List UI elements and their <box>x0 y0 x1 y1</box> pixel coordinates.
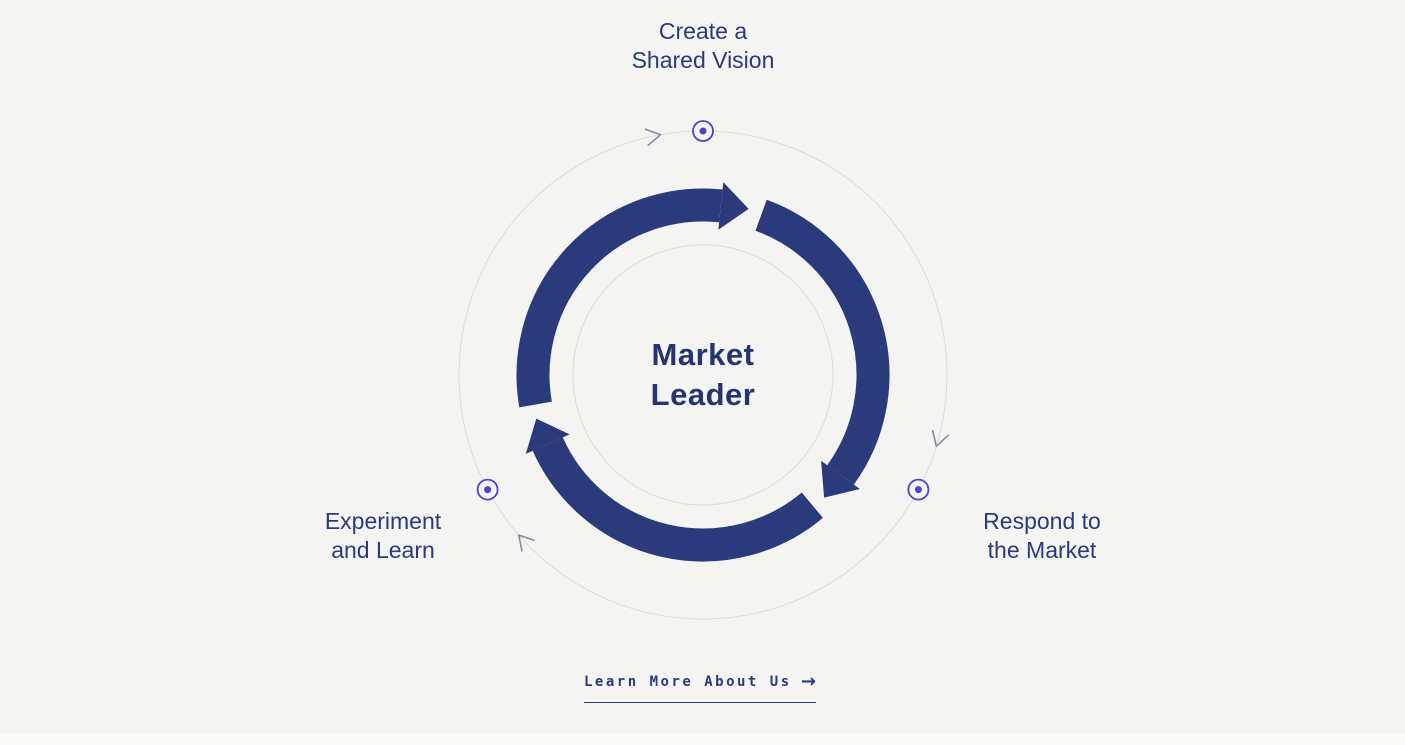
node-dot-left <box>476 478 499 501</box>
node-dot-right <box>907 478 930 501</box>
direction-chevron-icon <box>931 429 949 448</box>
node-label-experiment-and-learn: Experiment and Learn <box>233 507 533 565</box>
cycle-arc-segment <box>532 437 823 562</box>
node-label-respond-to-market: Respond to the Market <box>892 507 1192 565</box>
learn-more-label: Learn More About Us <box>584 674 792 690</box>
cycle-arc-segment <box>755 199 890 485</box>
direction-chevron-icon <box>644 128 662 146</box>
next-section-edge <box>0 734 1405 745</box>
learn-more-link[interactable]: Learn More About Us → <box>584 671 816 703</box>
node-label-line: Shared Vision <box>631 47 775 73</box>
node-label-line: Experiment <box>324 508 442 534</box>
direction-chevron-icon <box>518 534 535 552</box>
cycle-diagram <box>458 120 949 620</box>
node-label-create-shared-vision: Create a Shared Vision <box>553 17 853 75</box>
node-label-line: the Market <box>987 537 1097 563</box>
arc-arrowhead-icon <box>525 418 570 454</box>
right-arrow-icon: → <box>800 671 816 692</box>
node-dot-top <box>692 120 714 142</box>
node-label-line: Create a <box>658 18 748 44</box>
arc-arrowhead-icon <box>718 182 749 230</box>
arc-arrowhead-icon <box>821 460 860 498</box>
node-label-line: Respond to <box>983 508 1101 534</box>
inner-guide-circle <box>572 244 834 506</box>
node-label-line: and Learn <box>331 537 435 563</box>
cycle-arc-segment <box>516 188 723 408</box>
